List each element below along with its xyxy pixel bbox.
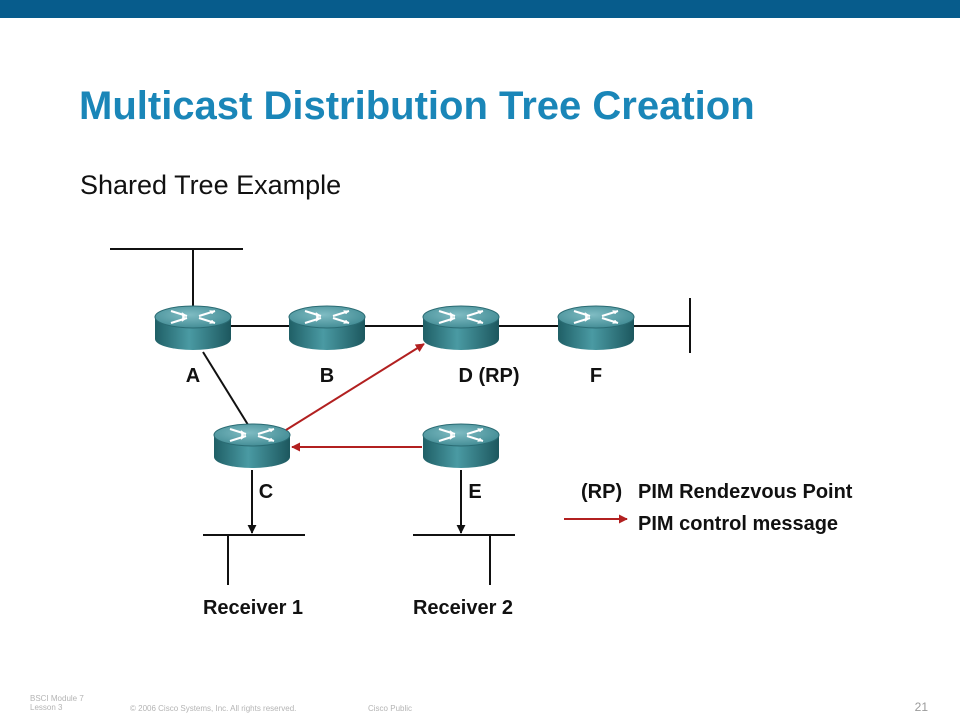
slide-title: Multicast Distribution Tree Creation <box>79 84 755 128</box>
control-message-c-to-d <box>285 343 425 431</box>
footer-copyright: © 2006 Cisco Systems, Inc. All rights re… <box>130 704 297 713</box>
footer-course-line2: Lesson 3 <box>30 703 63 712</box>
legend-arrow-text: PIM control message <box>638 513 838 535</box>
router-f-label: F <box>590 365 602 387</box>
router-d-label: D (RP) <box>458 365 519 387</box>
receiver-1-label: Receiver 1 <box>203 597 303 619</box>
page-number: 21 <box>914 700 928 714</box>
receiver-2-label: Receiver 2 <box>413 597 513 619</box>
router-c-icon <box>213 423 291 469</box>
router-a-label: A <box>186 365 200 387</box>
slide-subtitle: Shared Tree Example <box>80 170 342 200</box>
legend: (RP) PIM Rendezvous Point PIM control me… <box>564 481 853 535</box>
router-b-label: B <box>320 365 334 387</box>
footer-classification: Cisco Public <box>368 704 413 713</box>
footer-course: BSCI Module 7 Lesson 3 <box>30 694 84 712</box>
header-bar <box>0 0 960 18</box>
footer-course-line1: BSCI Module 7 <box>30 694 84 703</box>
legend-rp-text: PIM Rendezvous Point <box>638 481 853 503</box>
router-d-icon <box>422 305 500 351</box>
router-b-icon <box>288 305 366 351</box>
router-a-icon <box>154 305 232 351</box>
router-e-icon <box>422 423 500 469</box>
router-c-label: C <box>259 481 273 503</box>
router-e-label: E <box>468 481 481 503</box>
legend-rp-abbrev: (RP) <box>581 481 622 503</box>
network-links <box>110 248 691 585</box>
router-f-icon <box>557 305 635 351</box>
